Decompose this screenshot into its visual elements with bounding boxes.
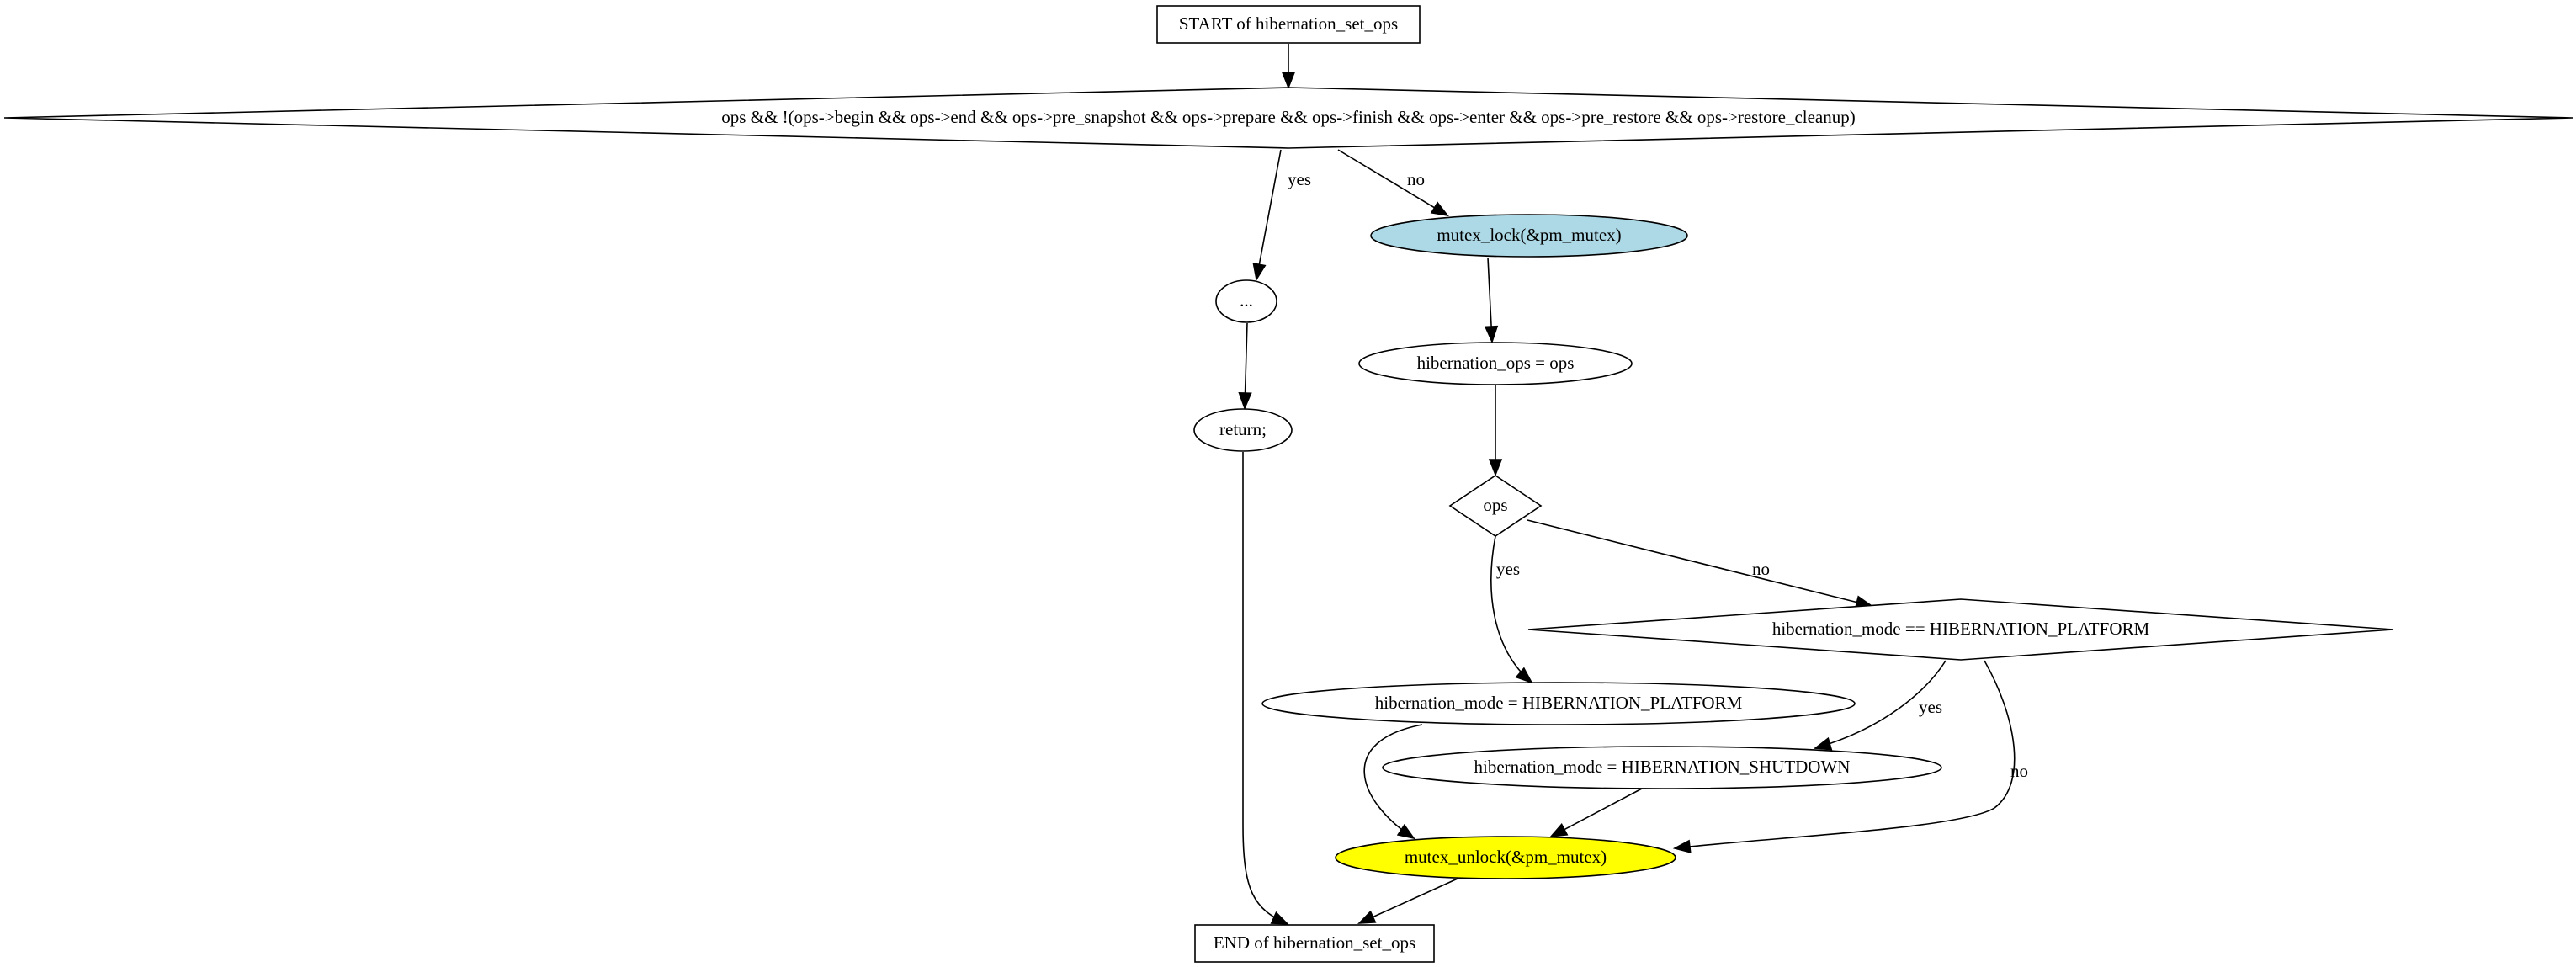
edge-arrowhead bbox=[1396, 823, 1415, 840]
edge-line bbox=[1258, 149, 1282, 267]
node-label: hibernation_mode == HIBERNATION_PLATFORM bbox=[1772, 619, 2150, 639]
edge-start-to-cond_ops_check bbox=[1281, 44, 1296, 90]
edge-line bbox=[1371, 878, 1458, 919]
edge-mutex_unlock-to-end bbox=[1357, 878, 1458, 924]
node-label: START of hibernation_set_ops bbox=[1179, 13, 1398, 34]
diamond-shape bbox=[1448, 475, 1543, 537]
node-label: ops bbox=[1483, 495, 1507, 515]
diamond-shape bbox=[1527, 598, 2394, 661]
node-label: mutex_unlock(&pm_mutex) bbox=[1405, 847, 1607, 867]
edge-return_stmt-to-end bbox=[1242, 451, 1290, 925]
edge-line bbox=[1487, 257, 1492, 329]
edge-arrowhead bbox=[1488, 459, 1503, 477]
edge-line bbox=[1242, 451, 1288, 925]
edge-label-no: no bbox=[1752, 559, 1770, 579]
node-set-platform: hibernation_mode = HIBERNATION_PLATFORM bbox=[1261, 682, 1856, 725]
edge-arrowhead bbox=[1515, 667, 1533, 684]
edge-set_shutdown-to-mutex_unlock bbox=[1549, 788, 1643, 838]
node-cond-ops: ops bbox=[1448, 475, 1543, 537]
edge-arrowhead bbox=[1357, 910, 1377, 924]
box-shape bbox=[1156, 5, 1421, 44]
edge-cond_mode-to-mutex_unlock: no bbox=[1672, 660, 2028, 853]
edge-line bbox=[1562, 788, 1643, 832]
ellipse-shape bbox=[1261, 682, 1856, 725]
edge-arrowhead bbox=[1252, 263, 1267, 282]
node-label: END of hibernation_set_ops bbox=[1214, 932, 1415, 953]
node-start: START of hibernation_set_ops bbox=[1156, 5, 1421, 44]
edge-label-no: no bbox=[2010, 761, 2028, 781]
edge-line bbox=[1674, 660, 2016, 849]
ellipse-shape bbox=[1370, 214, 1688, 258]
diamond-shape bbox=[3, 87, 2573, 149]
node-cond-ops-check: ops && !(ops->begin && ops->end && ops->… bbox=[3, 87, 2573, 149]
edge-cond_ops-to-cond_mode: no bbox=[1527, 519, 1874, 609]
ellipse-shape bbox=[1215, 279, 1277, 323]
edge-arrowhead bbox=[1813, 736, 1833, 751]
node-label: mutex_lock(&pm_mutex) bbox=[1437, 225, 1621, 245]
edge-arrowhead bbox=[1484, 325, 1499, 344]
node-mutex-lock: mutex_lock(&pm_mutex) bbox=[1370, 214, 1688, 258]
node-label: return; bbox=[1219, 419, 1267, 439]
edge-set_platform-to-mutex_unlock bbox=[1363, 724, 1423, 840]
node-label: ... bbox=[1240, 290, 1253, 311]
edge-line bbox=[1814, 660, 1947, 749]
edge-cond_ops_check-to-ellipsis: yes bbox=[1252, 149, 1311, 282]
edge-line bbox=[1490, 535, 1532, 683]
node-label: hibernation_mode = HIBERNATION_PLATFORM bbox=[1375, 693, 1743, 713]
node-end: END of hibernation_set_ops bbox=[1194, 924, 1435, 963]
node-set-shutdown: hibernation_mode = HIBERNATION_SHUTDOWN bbox=[1382, 746, 1942, 789]
edge-arrowhead bbox=[1430, 201, 1449, 217]
ellipse-shape bbox=[1382, 746, 1942, 789]
edge-label-no: no bbox=[1407, 169, 1425, 189]
edge-cond_mode-to-set_shutdown: yes bbox=[1813, 660, 1947, 751]
node-mutex-unlock: mutex_unlock(&pm_mutex) bbox=[1335, 836, 1676, 879]
edge-line bbox=[1527, 519, 1859, 603]
node-cond-mode: hibernation_mode == HIBERNATION_PLATFORM bbox=[1527, 598, 2394, 661]
edge-cond_ops-to-set_platform: yes bbox=[1490, 535, 1533, 684]
node-label: hibernation_ops = ops bbox=[1417, 353, 1575, 373]
edge-line bbox=[1363, 724, 1423, 839]
edge-label-yes: yes bbox=[1288, 169, 1311, 189]
node-label: ops && !(ops->begin && ops->end && ops->… bbox=[721, 107, 1856, 127]
edge-mutex_lock-to-assign_ops bbox=[1484, 257, 1499, 344]
edge-ellipsis-to-return_stmt bbox=[1238, 322, 1252, 411]
edge-arrowhead bbox=[1238, 391, 1252, 411]
edge-line bbox=[1337, 149, 1437, 210]
ellipse-shape bbox=[1335, 836, 1676, 879]
edge-arrowhead bbox=[1672, 839, 1692, 853]
node-label: hibernation_mode = HIBERNATION_SHUTDOWN bbox=[1474, 757, 1851, 777]
edge-arrowhead bbox=[1549, 822, 1569, 838]
node-assign-ops: hibernation_ops = ops bbox=[1358, 342, 1633, 385]
node-ellipsis: ... bbox=[1215, 279, 1277, 323]
edge-assign_ops-to-cond_ops bbox=[1488, 385, 1503, 477]
edge-label-yes: yes bbox=[1919, 697, 1942, 717]
edge-cond_ops_check-to-mutex_lock: no bbox=[1337, 149, 1449, 217]
edge-arrowhead bbox=[1281, 72, 1296, 90]
edge-label-yes: yes bbox=[1496, 559, 1520, 579]
edges-layer: yes no yes no yes no bbox=[1238, 44, 2028, 925]
edge-arrowhead bbox=[1270, 911, 1290, 925]
box-shape bbox=[1194, 924, 1435, 963]
ellipse-shape bbox=[1193, 408, 1293, 452]
node-return-stmt: return; bbox=[1193, 408, 1293, 452]
edge-line bbox=[1244, 322, 1248, 396]
ellipse-shape bbox=[1358, 342, 1633, 385]
